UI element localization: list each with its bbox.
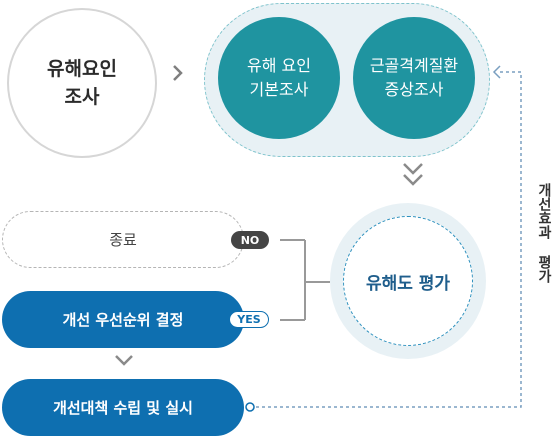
no-badge-label: NO [240, 233, 260, 247]
basic-survey-label: 유해 요인 기본조사 [247, 56, 311, 99]
basic-survey-node: 유해 요인 기본조사 [218, 17, 340, 139]
start-node-label: 유해요인 조사 [47, 58, 117, 108]
end-label: 종료 [109, 231, 137, 249]
start-node-hazard-survey: 유해요인 조사 [7, 8, 157, 158]
yes-badge-label: YES [237, 313, 261, 326]
hazard-assessment-node: 유해도 평가 [343, 216, 473, 346]
feedback-loop-line [250, 71, 522, 408]
priority-decision-node: 개선 우선순위 결정 [2, 291, 244, 348]
feedback-loop-start-dot [245, 402, 255, 412]
assessment-label: 유해도 평가 [365, 273, 451, 294]
yes-badge: YES [229, 311, 269, 328]
feedback-loop-label: 개선효과 평가 [536, 183, 552, 283]
end-node: 종료 [2, 211, 244, 268]
action-label: 개선대책 수립 및 실시 [53, 399, 193, 417]
improvement-action-node: 개선대책 수립 및 실시 [2, 379, 244, 436]
chevron-right-icon [168, 62, 188, 84]
msk-symptom-survey-node: 근골격계질환 증상조사 [353, 17, 475, 139]
no-badge: NO [231, 231, 269, 249]
msk-survey-label: 근골격계질환 증상조사 [369, 56, 459, 99]
priority-label: 개선 우선순위 결정 [62, 311, 184, 329]
chevron-down-icon [112, 353, 136, 369]
double-chevron-down-icon [393, 158, 433, 192]
feedback-arrowhead [492, 65, 501, 79]
